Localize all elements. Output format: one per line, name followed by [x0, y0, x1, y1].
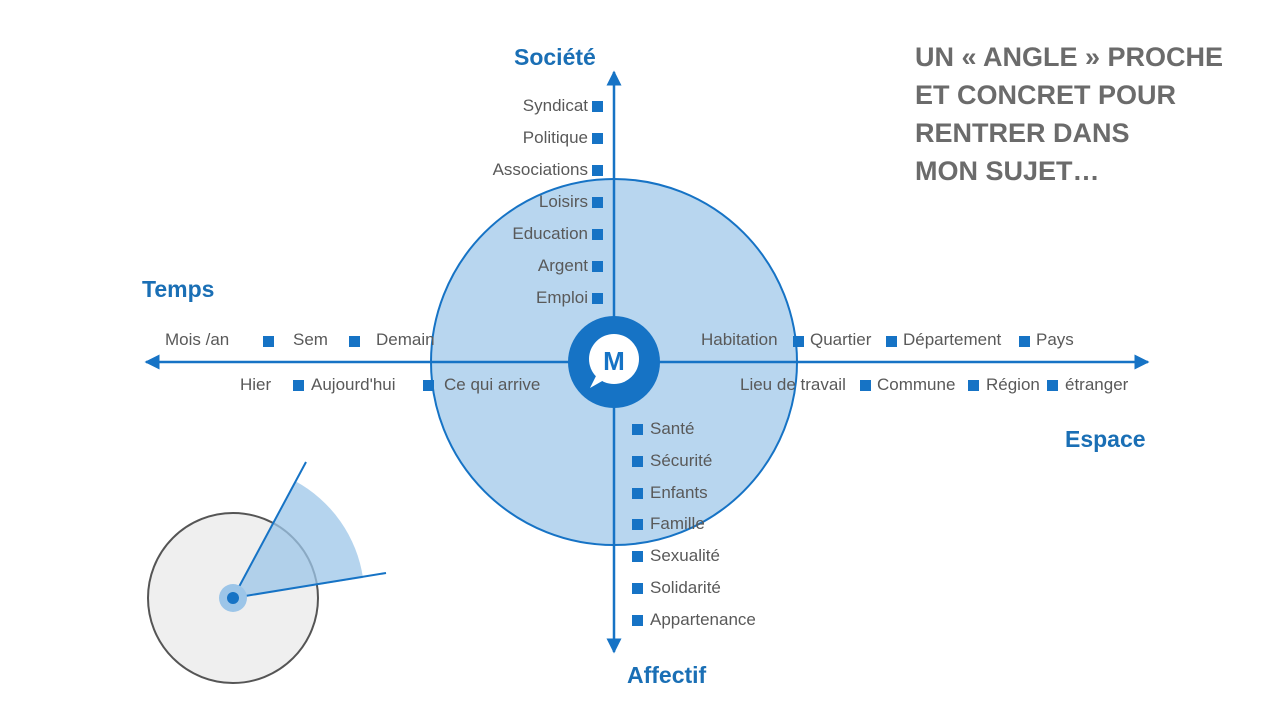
espace-item: Habitation — [701, 330, 778, 349]
affectif-item: Famille — [650, 514, 705, 533]
espace-item: Pays — [1036, 330, 1074, 349]
bullet-square — [632, 456, 643, 467]
societe-item: Emploi — [536, 288, 588, 307]
axis-label-left: Temps — [142, 276, 215, 302]
bullet-square — [886, 336, 897, 347]
axis-label-bottom: Affectif — [627, 662, 707, 688]
bullet-square — [263, 336, 274, 347]
heading-line: MON SUJET… — [915, 156, 1100, 186]
societe-item: Politique — [522, 128, 588, 147]
temps-item: Demain — [376, 330, 435, 349]
bullet-square — [860, 380, 871, 391]
espace-item: étranger — [1065, 375, 1129, 394]
heading-line: RENTRER DANS — [915, 118, 1130, 148]
bullet-square — [632, 424, 643, 435]
temps-item: Aujourd'hui — [311, 375, 396, 394]
heading-line: UN « ANGLE » PROCHE — [915, 42, 1224, 72]
bullet-square — [632, 551, 643, 562]
espace-item: Commune — [877, 375, 956, 394]
societe-item: Syndicat — [522, 96, 588, 115]
temps-item: Mois /an — [165, 330, 230, 349]
affectif-item: Enfants — [650, 483, 708, 502]
espace-item: Lieu de travail — [740, 375, 846, 394]
temps-item: Ce qui arrive — [444, 375, 541, 394]
temps-item: Hier — [240, 375, 272, 394]
logo-m-icon: M — [568, 316, 660, 408]
bullet-square — [592, 133, 603, 144]
bullet-square — [423, 380, 434, 391]
temps-item: Sem — [293, 330, 328, 349]
axis-label-top: Société — [514, 44, 596, 70]
affectif-item: Sexualité — [650, 546, 720, 565]
angle-illustration-icon — [147, 461, 387, 684]
svg-text:M: M — [603, 346, 625, 376]
bullet-square — [632, 488, 643, 499]
bullet-square — [632, 519, 643, 530]
societe-item: Education — [512, 224, 588, 243]
bullet-square — [793, 336, 804, 347]
bullet-square — [592, 293, 603, 304]
affectif-item: Sécurité — [650, 451, 713, 470]
bullet-square — [592, 229, 603, 240]
bullet-square — [293, 380, 304, 391]
bullet-square — [592, 165, 603, 176]
espace-item: Quartier — [810, 330, 872, 349]
affectif-item: Solidarité — [650, 578, 721, 597]
heading: UN « ANGLE » PROCHE ET CONCRET POUR RENT… — [915, 38, 1223, 190]
bullet-square — [592, 261, 603, 272]
espace-item: Région — [986, 375, 1040, 394]
societe-item: Argent — [537, 256, 588, 275]
axis-label-right: Espace — [1065, 426, 1146, 452]
bullet-square — [592, 101, 603, 112]
heading-line: ET CONCRET POUR — [915, 80, 1177, 110]
bullet-square — [1019, 336, 1030, 347]
affectif-item: Appartenance — [650, 610, 756, 629]
bullet-square — [1047, 380, 1058, 391]
bullet-square — [632, 615, 643, 626]
societe-item: Loisirs — [538, 192, 588, 211]
affectif-item: Santé — [650, 419, 695, 438]
bullet-square — [632, 583, 643, 594]
societe-item: Associations — [492, 160, 588, 179]
bullet-square — [968, 380, 979, 391]
espace-item: Département — [903, 330, 1002, 349]
bullet-square — [592, 197, 603, 208]
bullet-square — [349, 336, 360, 347]
